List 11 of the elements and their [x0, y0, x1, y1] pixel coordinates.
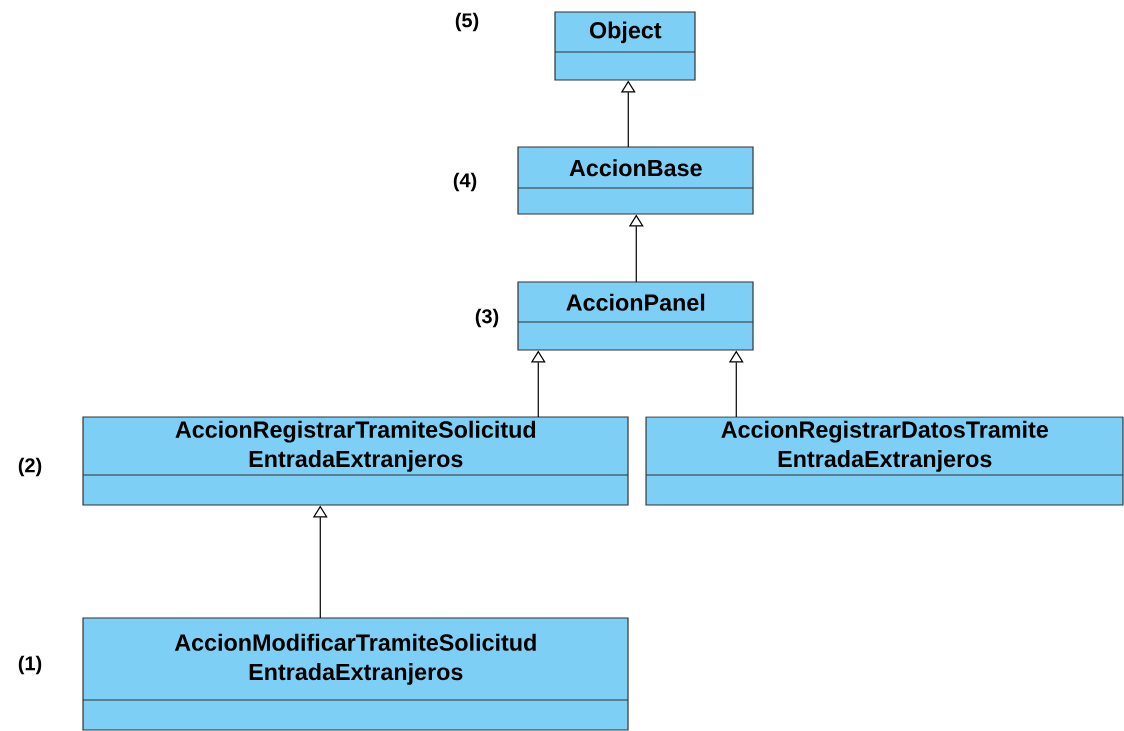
class-box: AccionBase [517, 146, 754, 215]
level-number: (3) [475, 308, 499, 328]
level-number: (4) [453, 172, 477, 192]
level-number: (1) [18, 655, 42, 675]
class-box: AccionPanel [517, 281, 754, 351]
class-box: AccionRegistrarTramiteSolicitud EntradaExtranjeros [82, 416, 629, 506]
class-box: AccionModificarTramiteSolicitud EntradaExtranjeros [82, 617, 629, 731]
class-box: AccionRegistrarDatosTramite EntradaExtranjeros [645, 416, 1124, 506]
class-box: Object [554, 11, 696, 81]
level-number: (5) [455, 12, 479, 32]
level-number: (2) [18, 457, 42, 477]
